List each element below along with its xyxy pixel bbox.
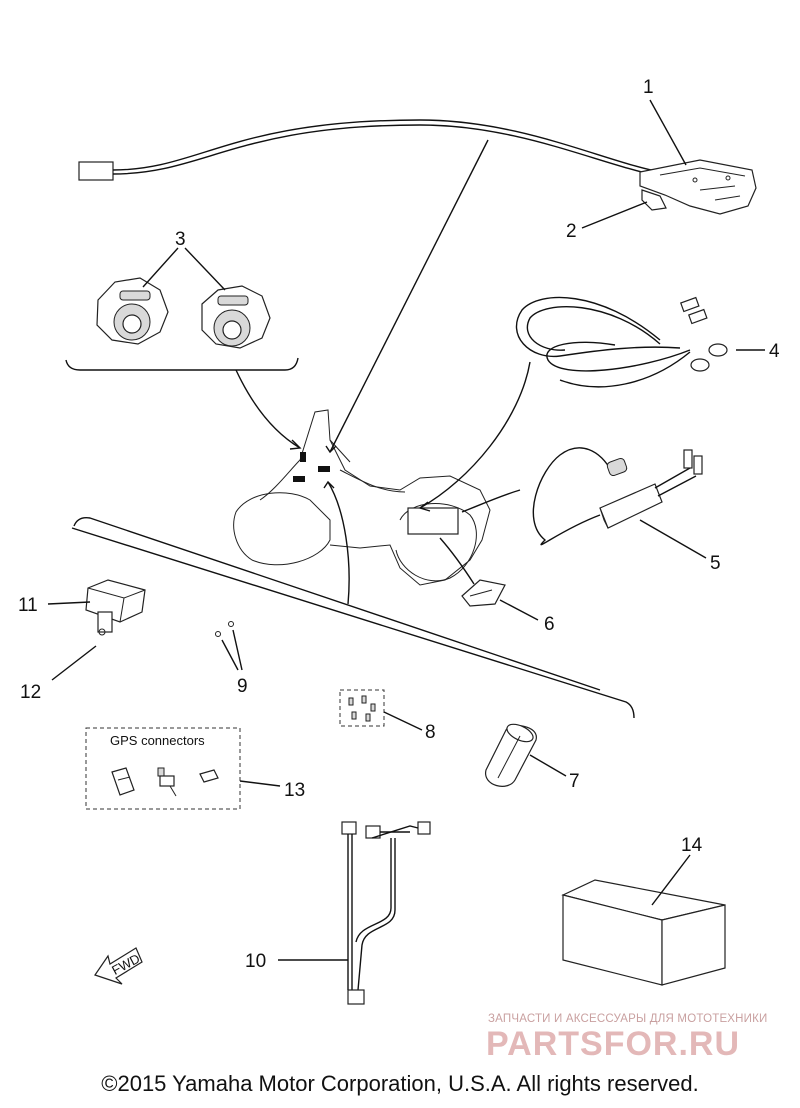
callout-5: 5: [710, 553, 721, 574]
fasteners-group: [339, 689, 385, 727]
callout-13: 13: [284, 780, 305, 801]
harness-coil: [515, 296, 728, 388]
speaker-right: [201, 285, 271, 349]
fasteners: [348, 695, 376, 722]
callout-12: 12: [20, 682, 41, 703]
handlebar-switch-assembly: [78, 119, 757, 215]
motorcycle-outline: [233, 409, 491, 586]
watermark-logo: PARTSFOR.RU: [486, 1025, 741, 1063]
packaging-box: [561, 879, 726, 986]
callout-3: 3: [175, 229, 186, 250]
cable-clip: [461, 579, 506, 607]
cable-connector: [78, 161, 114, 181]
gps-connector-1: [111, 767, 135, 796]
audio-module: [532, 447, 703, 546]
callout-6: 6: [544, 614, 555, 635]
control-unit: [85, 579, 146, 636]
callout-1: 1: [643, 77, 654, 98]
fwd-label: FWD: [109, 951, 142, 978]
speaker-left: [96, 277, 169, 345]
callout-8: 8: [425, 722, 436, 743]
callout-9: 9: [237, 676, 248, 697]
callout-2: 2: [566, 221, 577, 242]
protective-sleeve: [485, 723, 537, 787]
callout-11: 11: [18, 595, 38, 616]
gps-connector-3: [199, 769, 219, 783]
copyright-notice: ©2015 Yamaha Motor Corporation, U.S.A. A…: [101, 1071, 699, 1096]
watermark-tagline: ЗАПЧАСТИ И АКСЕССУАРЫ ДЛЯ МОТОТЕХНИКИ: [488, 1013, 768, 1025]
callout-7: 7: [569, 771, 580, 792]
wiring-harness: [341, 821, 431, 1005]
gps-connector-2: [157, 767, 177, 797]
gps-connectors-group: [85, 727, 241, 810]
callout-10: 10: [245, 951, 266, 972]
forward-arrow-icon: FWD: [94, 947, 143, 985]
screw-pair: [215, 621, 243, 671]
callout-14: 14: [681, 835, 703, 856]
callout-4: 4: [769, 341, 780, 362]
gps-connectors-label: GPS connectors: [110, 733, 205, 748]
